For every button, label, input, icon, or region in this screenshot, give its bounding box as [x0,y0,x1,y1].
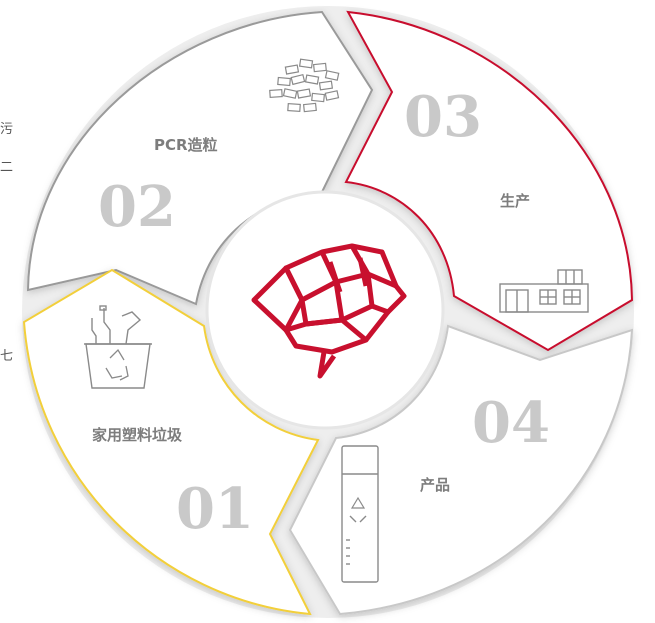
edge-fragment-1: 污 [0,122,14,137]
recycling-bottle-icon [341,445,379,583]
segment-01-label: 家用塑料垃圾 [92,426,183,444]
segment-04-number: 04 [472,390,550,456]
pellets-icon [269,58,340,113]
factory-icon [499,269,589,313]
edge-fragment-3: 七 [0,349,14,364]
segment-02-number: 02 [98,174,176,240]
recycling-bin-icon [84,305,152,389]
segment-03-label: 生产 [500,192,530,210]
segment-04-label: 产品 [420,476,450,494]
segment-03[interactable] [344,10,634,352]
segment-04[interactable] [288,324,634,616]
segment-03-number: 03 [404,84,482,150]
segment-01-number: 01 [176,476,254,542]
rose-logo-icon [251,243,407,379]
center-hub [205,190,445,430]
segment-02-label: PCR造粒 [154,136,218,154]
edge-fragment-2: 二 [0,160,14,175]
segment-01[interactable] [22,268,320,616]
